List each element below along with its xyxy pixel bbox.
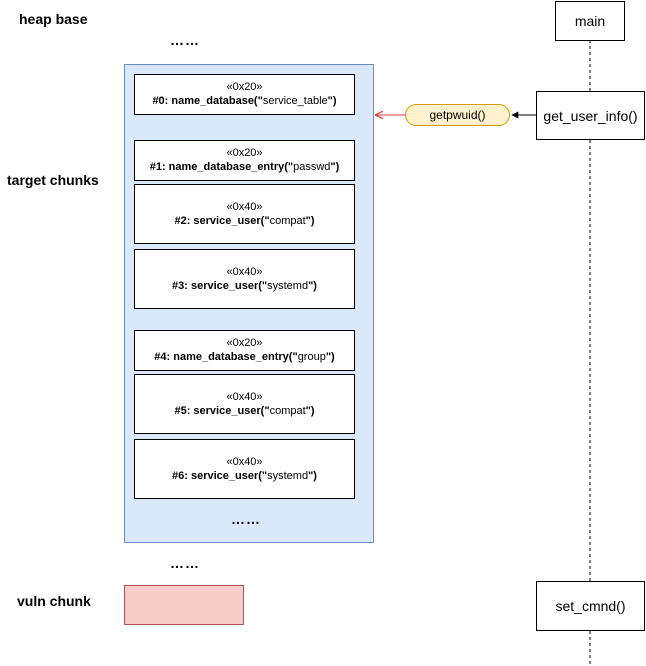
chunk-size: «0x20» xyxy=(226,337,263,349)
chunk-size: «0x40» xyxy=(226,265,263,278)
chunk-6[interactable]: «0x40» #6: service_user("systemd") xyxy=(134,439,355,499)
chunk-5[interactable]: «0x40» #5: service_user("compat") xyxy=(134,374,355,434)
chunk-title: #3: service_user("systemd") xyxy=(172,279,317,292)
heap-base-label: heap base xyxy=(19,11,88,27)
chunk-4[interactable]: «0x20» #4: name_database_entry("group") xyxy=(134,330,355,371)
chunk-title: #1: name_database_entry("passwd") xyxy=(149,161,340,173)
get-user-info-box[interactable]: get_user_info() xyxy=(536,91,645,140)
chunk-title: #0: name_database("service_table") xyxy=(152,95,337,107)
chunk-1[interactable]: «0x20» #1: name_database_entry("passwd") xyxy=(134,140,355,181)
set-cmnd-box[interactable]: set_cmnd() xyxy=(536,581,645,631)
chunk-2[interactable]: «0x40» #2: service_user("compat") xyxy=(134,184,355,244)
ellipsis-bottom: …… xyxy=(170,555,200,571)
vuln-chunk-label: vuln chunk xyxy=(17,593,91,609)
chunk-size: «0x40» xyxy=(226,200,263,213)
chunk-size: «0x40» xyxy=(226,390,263,403)
ellipsis-top: …… xyxy=(170,32,200,48)
chunk-3[interactable]: «0x40» #3: service_user("systemd") xyxy=(134,249,355,309)
chunk-title: #4: name_database_entry("group") xyxy=(154,351,335,363)
vuln-chunk-box[interactable] xyxy=(124,585,244,625)
getpwuid-pill[interactable]: getpwuid() xyxy=(405,104,510,126)
chunk-size: «0x20» xyxy=(226,147,263,159)
main-box[interactable]: main xyxy=(555,1,625,41)
target-chunks-label: target chunks xyxy=(7,172,99,188)
chunk-title: #2: service_user("compat") xyxy=(174,214,315,227)
chunk-title: #6: service_user("systemd") xyxy=(172,469,317,482)
chunk-title: #5: service_user("compat") xyxy=(174,404,315,417)
chunk-size: «0x20» xyxy=(226,81,263,93)
ellipsis-inner: …… xyxy=(231,511,261,527)
chunk-0[interactable]: «0x20» #0: name_database("service_table"… xyxy=(134,74,355,115)
chunk-size: «0x40» xyxy=(226,455,263,468)
